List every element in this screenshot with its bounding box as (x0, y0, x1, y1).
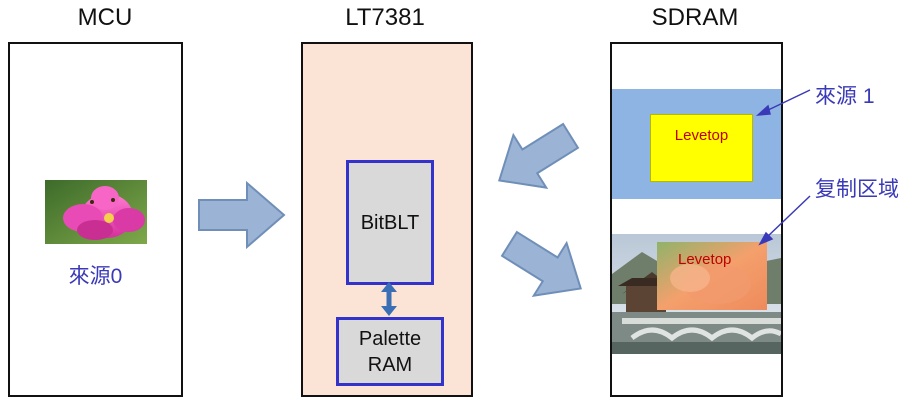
lt7381-to-sdram-arrow (493, 218, 597, 315)
copy-region-pointer (760, 196, 810, 244)
mcu-to-lt7381-arrow (199, 183, 284, 247)
source1-pointer (758, 90, 810, 115)
bitblt-palette-double-arrow (381, 282, 397, 316)
sdram-to-lt7381-arrow (483, 110, 587, 207)
